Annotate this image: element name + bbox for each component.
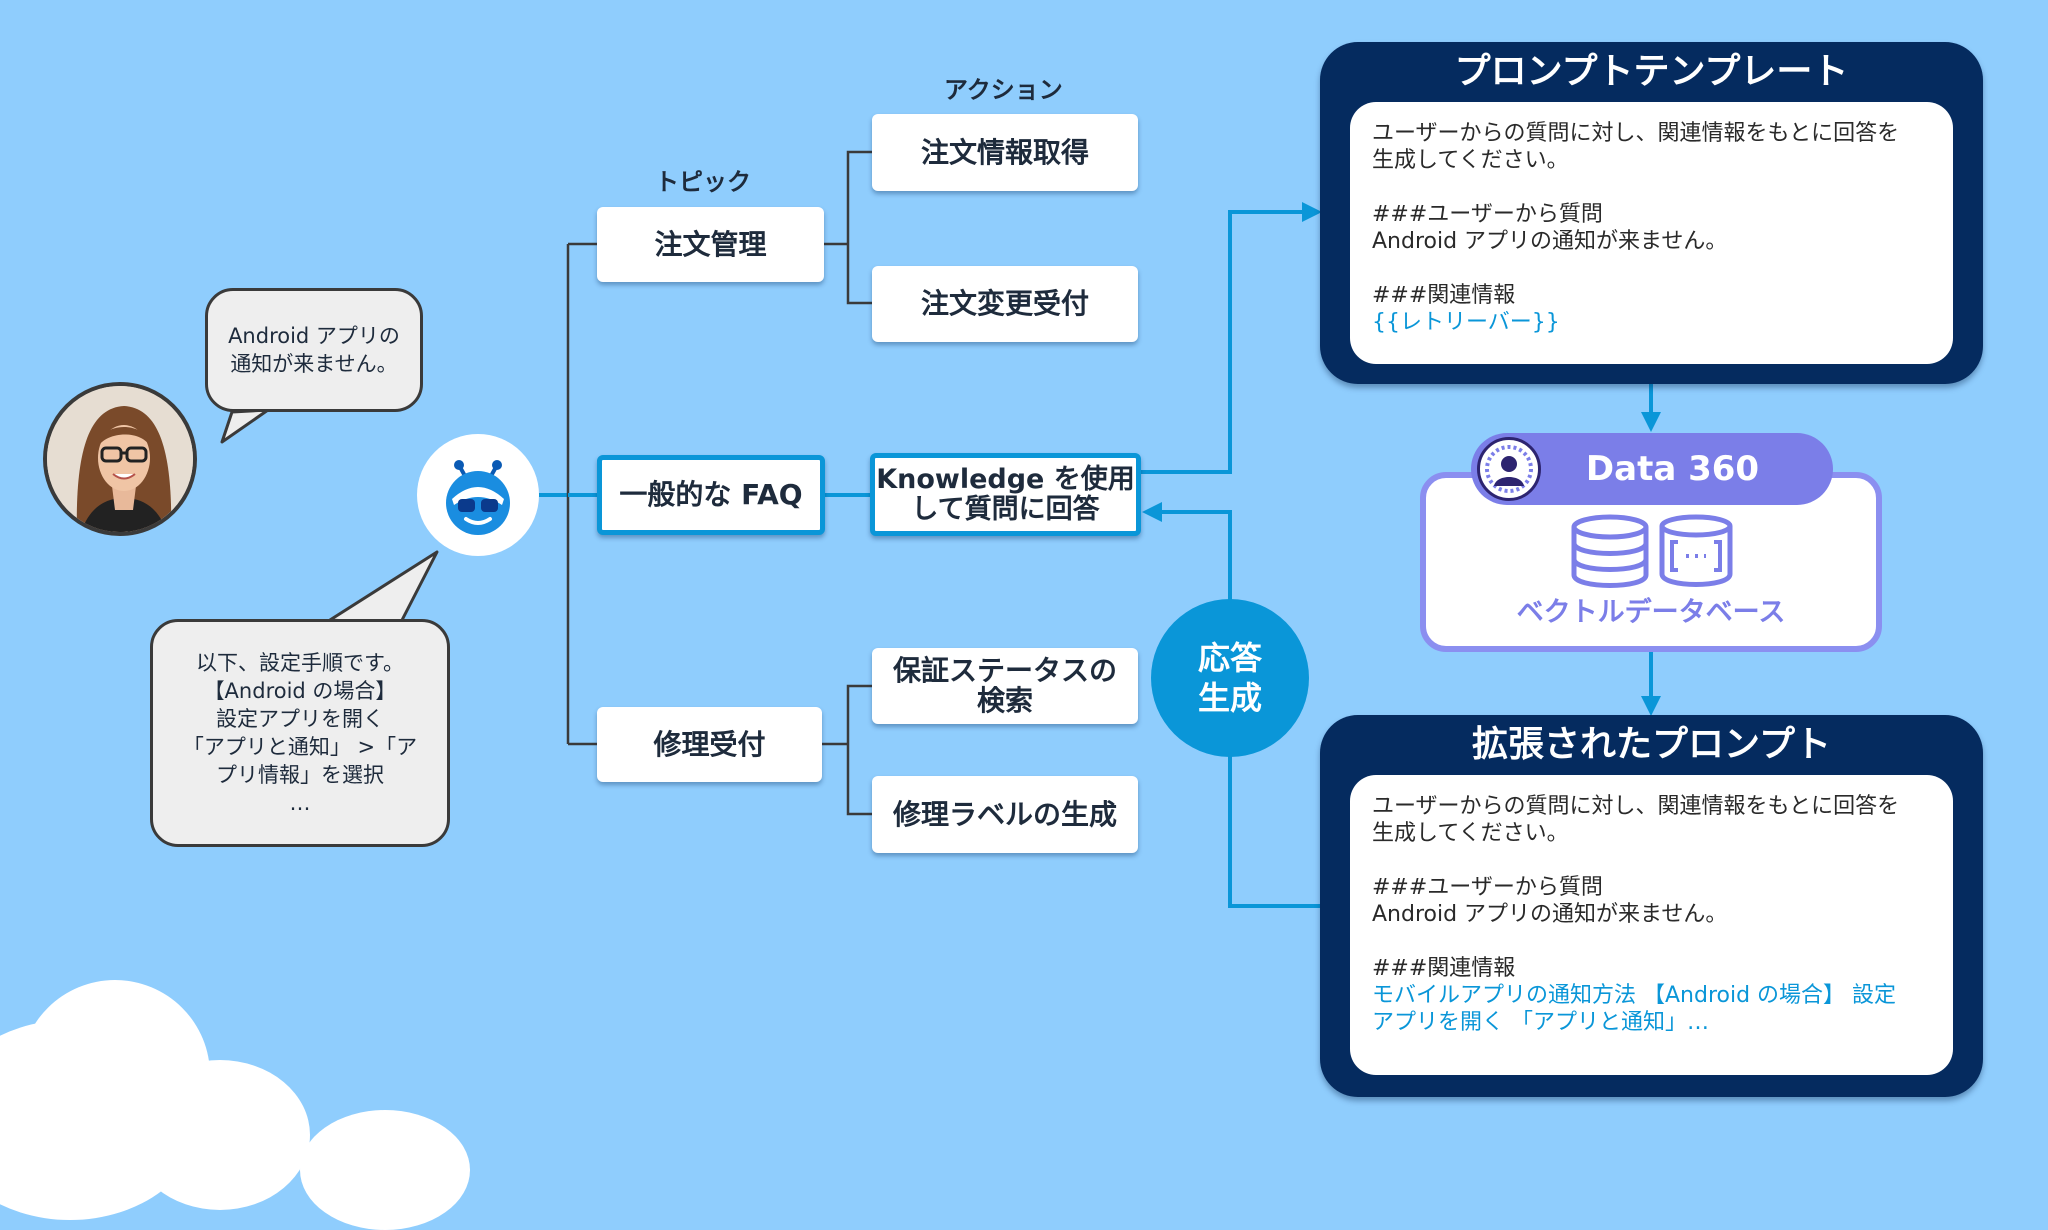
topic-label: トピック [655, 168, 751, 196]
prompt-template-panel: プロンプトテンプレート ユーザーからの質問に対し、関連情報をもとに回答を 生成し… [1320, 42, 1983, 384]
answer-generation-node: 応答 生成 [1151, 599, 1309, 757]
retriever-placeholder: {{レトリーバー}} [1372, 310, 1560, 335]
template-question-text: Android アプリの通知が来ません。 [1372, 229, 1728, 254]
action-label: アクション [944, 76, 1063, 104]
answer-generation-label: 応答 生成 [1197, 639, 1262, 717]
action-knowledge-answer[interactable]: Knowledge を使用 して質問に回答 [870, 453, 1141, 536]
template-question-header: ###ユーザーから質問 [1372, 202, 1603, 227]
user-speech-bubble: Android アプリの 通知が来ません。 [205, 288, 423, 412]
data360-user-icon [1477, 437, 1541, 501]
template-info-header: ###関連情報 [1372, 283, 1516, 308]
vector-database-label: ベクトルデータベース [1516, 597, 1786, 628]
topic-order-management[interactable]: 注文管理 [597, 207, 824, 282]
augmented-instruction-line: ユーザーからの質問に対し、関連情報をもとに回答を [1372, 794, 1900, 819]
prompt-template-title: プロンプトテンプレート [1454, 51, 1849, 92]
action-accept-order-change[interactable]: 注文変更受付 [872, 266, 1138, 342]
augmented-prompt-body: ユーザーからの質問に対し、関連情報をもとに回答を 生成してください。 ###ユー… [1350, 775, 1953, 1075]
action-repair-label[interactable]: 修理ラベルの生成 [872, 776, 1138, 853]
augmented-prompt-panel: 拡張されたプロンプト ユーザーからの質問に対し、関連情報をもとに回答を 生成して… [1320, 715, 1983, 1097]
user-avatar [43, 382, 197, 536]
prompt-template-body: ユーザーからの質問に対し、関連情報をもとに回答を 生成してください。 ###ユー… [1350, 102, 1953, 364]
template-instruction-line: ユーザーからの質問に対し、関連情報をもとに回答を [1372, 121, 1900, 146]
topic-repair[interactable]: 修理受付 [597, 707, 822, 782]
data360-title: Data 360 [1585, 449, 1760, 489]
retrieved-info-line: モバイルアプリの通知方法 【Android の場合】 設定 [1372, 983, 1897, 1008]
augmented-prompt-title: 拡張されたプロンプト [1472, 724, 1831, 765]
database-icon [1571, 514, 1733, 588]
bot-speech-bubble: 以下、設定手順です。 【Android の場合】 設定アプリを開く 「アプリと通… [150, 619, 450, 847]
retrieved-info-line: アプリを開く 「アプリと通知」… [1372, 1010, 1709, 1035]
action-warranty-search[interactable]: 保証ステータスの 検索 [872, 648, 1138, 724]
topic-general-faq[interactable]: 一般的な FAQ [597, 455, 825, 535]
augmented-instruction-line: 生成してください。 [1372, 821, 1569, 846]
augmented-info-header: ###関連情報 [1372, 956, 1516, 981]
agent-bot [417, 434, 539, 556]
robot-icon [446, 460, 510, 535]
augmented-question-header: ###ユーザーから質問 [1372, 875, 1603, 900]
template-instruction-line: 生成してください。 [1372, 148, 1569, 173]
augmented-question-text: Android アプリの通知が来ません。 [1372, 902, 1728, 927]
action-get-order-info[interactable]: 注文情報取得 [872, 114, 1138, 191]
